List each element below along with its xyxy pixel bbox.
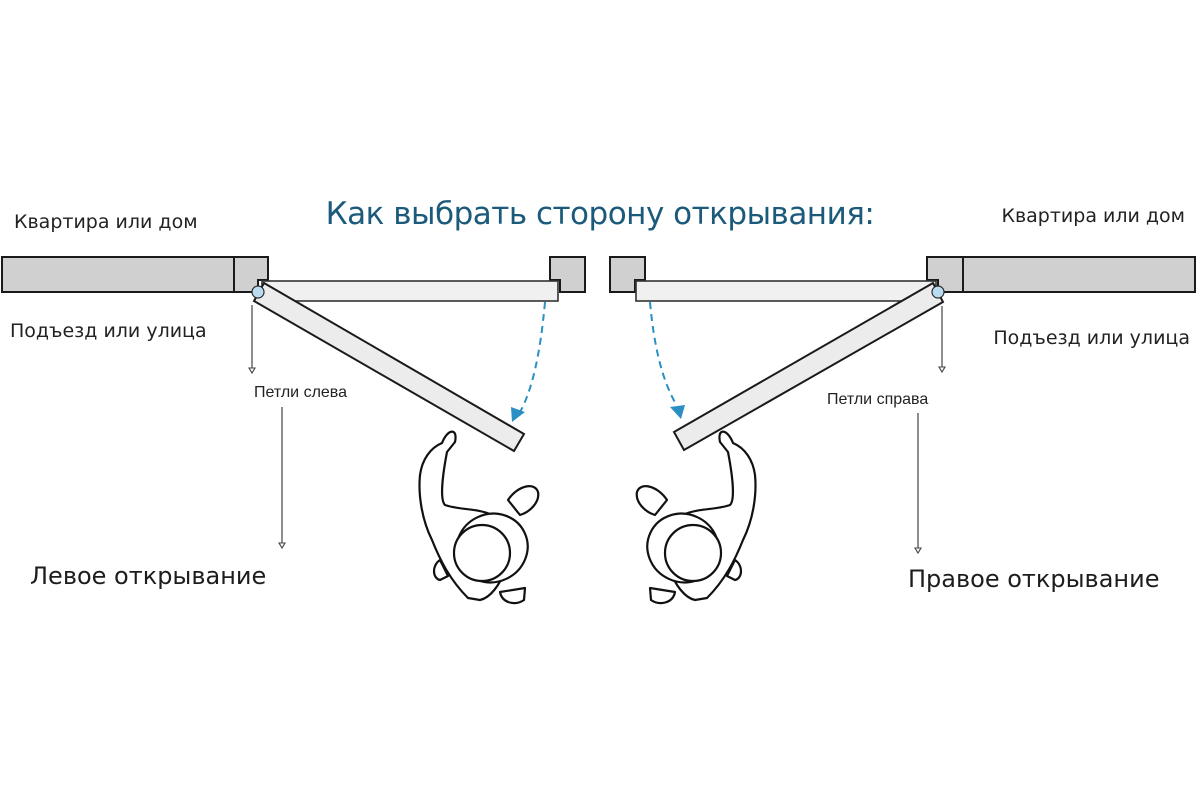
left-opening-scheme: Квартира или дом Подъезд или улица Петли… [1, 211, 586, 605]
left-opening-leader-tip-icon [278, 542, 286, 550]
right-wall [962, 256, 1196, 293]
right-opening-leader-tip-icon [914, 547, 922, 555]
right-opening-label: Правое открывание [908, 565, 1159, 593]
left-hinge-jamb [233, 256, 269, 293]
left-inside-label: Квартира или дом [14, 211, 198, 233]
left-swing-arrow [519, 301, 546, 413]
right-person-icon [635, 430, 757, 605]
left-door-closed [261, 280, 559, 302]
left-strike-jamb [549, 256, 586, 293]
right-hinge-leader-tip-icon [938, 366, 946, 374]
left-hinge-icon [251, 285, 265, 299]
left-person-icon [418, 430, 540, 605]
right-outside-label: Подъезд или улица [993, 327, 1190, 349]
left-wall [1, 256, 235, 293]
right-door-open [672, 281, 945, 452]
right-opening-scheme: Квартира или дом Подъезд или улица Петли… [609, 205, 1196, 605]
right-strike-jamb [609, 256, 646, 293]
left-outside-label: Подъезд или улица [10, 320, 207, 342]
right-swing-arrowhead-icon [670, 405, 685, 419]
right-swing-arrow [649, 301, 677, 405]
left-swing-arrowhead-icon [511, 407, 525, 422]
left-door-open [252, 281, 526, 453]
right-inside-label: Квартира или дом [1001, 205, 1185, 227]
left-hinge-leader-tip-icon [248, 367, 256, 375]
right-door-closed [635, 280, 937, 302]
right-hinge-label: Петли справа [827, 391, 928, 408]
diagram-title: Как выбрать сторону открывания: [326, 196, 875, 232]
left-opening-label: Левое открывание [30, 562, 266, 590]
left-hinge-label: Петли слева [254, 384, 347, 401]
right-hinge-icon [931, 285, 945, 299]
